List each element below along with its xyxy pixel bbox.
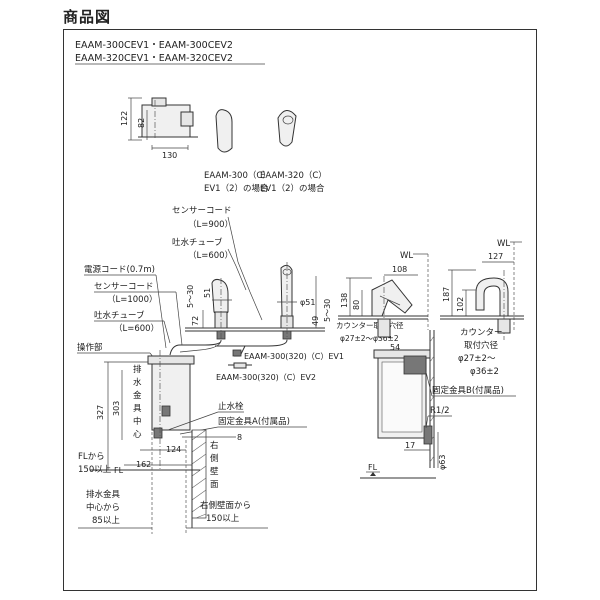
label-power-cord: 電源コード(0.7m) bbox=[84, 265, 155, 275]
tube-b bbox=[215, 339, 288, 347]
page-heading: 商品図 bbox=[63, 8, 112, 26]
dim-51-a: 51 bbox=[203, 288, 212, 298]
label-control-unit: 操作部 bbox=[77, 342, 103, 353]
counter-hole-side-dim: φ27±2～φ36±2 bbox=[340, 334, 399, 343]
dim-303: 303 bbox=[112, 401, 121, 416]
dim-187: 187 bbox=[442, 287, 451, 302]
dim-5-30-b: 5～30 bbox=[323, 299, 332, 322]
main-installation-view: 72 5～30 51 φ51 5～30 49 EAAM-300(320)（C）E… bbox=[78, 262, 344, 534]
counter-hole-side-label: カウンター取付穴径 bbox=[336, 320, 404, 330]
svg-text:心: 心 bbox=[133, 430, 142, 440]
dim-17: 17 bbox=[405, 441, 415, 450]
svg-text:水: 水 bbox=[133, 377, 142, 388]
right-wall-from-label: 右側壁面から bbox=[200, 500, 251, 511]
wl-label-left: WL bbox=[400, 251, 413, 261]
spout-b-model: EAAM-320（C） bbox=[260, 170, 327, 181]
svg-text:側: 側 bbox=[210, 453, 219, 464]
fl-from-label: FLから bbox=[78, 452, 105, 462]
dim-54: 54 bbox=[390, 343, 400, 352]
right-wall-above-label: 150以上 bbox=[206, 514, 240, 524]
top-faucet-side-view: 122 82 130 bbox=[120, 97, 198, 160]
svg-text:中: 中 bbox=[133, 416, 142, 427]
drawing-frame bbox=[63, 29, 537, 591]
counter-hole-right-2: 取付穴径 bbox=[464, 340, 499, 351]
counter-hole-right-1: カウンター bbox=[460, 328, 503, 338]
dim-phi63: φ63 bbox=[438, 455, 447, 470]
counter-hole-right-3: φ27±2～ bbox=[458, 354, 496, 364]
dim-phi51: φ51 bbox=[300, 298, 315, 307]
model-title-2: EAAM-320CEV1・EAAM-320CEV2 bbox=[75, 53, 233, 64]
faucet-b bbox=[280, 264, 293, 317]
label-water-tube-left: 吐水チューブ bbox=[94, 310, 145, 321]
dim-102: 102 bbox=[456, 297, 465, 312]
faucet-sensor bbox=[180, 111, 194, 127]
spout-b-body bbox=[475, 277, 509, 317]
svg-text:壁: 壁 bbox=[210, 466, 219, 477]
spout-type-b: EAAM-320（C） EV1（2）の場合 bbox=[260, 110, 327, 194]
dim-80: 80 bbox=[352, 300, 361, 310]
label-sensor-cord-top: センサーコード bbox=[172, 206, 232, 216]
label-sensor-cord-left-len: （L=1000） bbox=[107, 294, 158, 305]
spout-b-case: EV1（2）の場合 bbox=[260, 183, 325, 194]
drain-center-label-1: 排水金具 bbox=[86, 489, 121, 500]
svg-text:面: 面 bbox=[210, 480, 219, 490]
spout-type-a: EAAM-300（C） EV1（2）の場合 bbox=[204, 109, 271, 194]
faucet-cap bbox=[151, 97, 167, 107]
label-r-half: R1/2 bbox=[430, 406, 450, 416]
dim-5-30-a: 5～30 bbox=[186, 285, 195, 308]
counter-hole-right-4: φ36±2 bbox=[470, 367, 499, 377]
fl-above-label: 150以上 bbox=[78, 465, 112, 475]
dim-49: 49 bbox=[311, 316, 320, 326]
label-sensor-cord-left: センサーコード bbox=[94, 282, 154, 292]
fl-left: FL bbox=[114, 466, 124, 475]
stop-valve-part bbox=[153, 427, 163, 439]
dim-108: 108 bbox=[392, 265, 407, 274]
drain-center-label-2: 中心から bbox=[86, 502, 120, 513]
dim-162: 162 bbox=[136, 460, 151, 469]
control-box bbox=[151, 361, 191, 431]
drain-center-label-3: 85以上 bbox=[92, 516, 120, 526]
svg-text:金: 金 bbox=[133, 390, 142, 401]
dim-138: 138 bbox=[340, 293, 349, 308]
faucet-a bbox=[211, 278, 229, 317]
dim-82: 82 bbox=[137, 118, 146, 128]
label-model-ev2: EAAM-300(320)（C）EV2 bbox=[216, 373, 316, 382]
dim-130: 130 bbox=[162, 151, 177, 160]
label-sensor-cord-top-len: （L=900） bbox=[188, 219, 233, 230]
drain-center-vertical-label: 排 水 金 具 中 心 bbox=[133, 364, 142, 440]
dim-122: 122 bbox=[120, 111, 129, 126]
fl-right: FL bbox=[368, 463, 378, 472]
label-water-tube-top: 吐水チューブ bbox=[172, 237, 223, 248]
dim-327: 327 bbox=[96, 405, 105, 420]
side-elevation-view: WL 108 138 80 カウンター取付穴径 φ27±2～φ36±2 54 bbox=[336, 251, 516, 479]
connector-ev2 bbox=[233, 362, 247, 369]
wl-label-right: WL bbox=[497, 239, 510, 249]
dim-124: 124 bbox=[166, 445, 181, 454]
right-wall-vertical-label: 右 側 壁 面 bbox=[210, 440, 219, 490]
label-water-tube-top-len: （L=600） bbox=[188, 250, 233, 261]
label-stop-valve: 止水栓 bbox=[218, 401, 244, 412]
label-water-tube-left-len: （L=600） bbox=[114, 323, 159, 334]
model-title-1: EAAM-300CEV1・EAAM-300CEV2 bbox=[75, 40, 233, 51]
spout-a-case: EV1（2）の場合 bbox=[204, 183, 269, 194]
label-model-ev1: EAAM-300(320)（C）EV1 bbox=[244, 352, 344, 361]
faucet-side bbox=[371, 279, 413, 317]
dim-127: 127 bbox=[488, 252, 503, 261]
svg-text:具: 具 bbox=[133, 404, 142, 414]
label-fixing-b: 固定金具B(付属品) bbox=[432, 385, 504, 396]
tube-a bbox=[169, 339, 222, 356]
label-fixing-a: 固定金具A(付属品) bbox=[218, 416, 290, 427]
dim-8: 8 bbox=[237, 433, 242, 442]
spout-a-model: EAAM-300（C） bbox=[204, 170, 271, 181]
dim-72: 72 bbox=[191, 316, 200, 326]
connector-ev1 bbox=[232, 349, 242, 357]
svg-text:排: 排 bbox=[133, 364, 142, 375]
svg-text:右: 右 bbox=[210, 440, 219, 451]
spout-b-elevation: WL 127 187 102 カウンター 取付穴径 φ27±2～ φ36±2 bbox=[440, 239, 524, 377]
